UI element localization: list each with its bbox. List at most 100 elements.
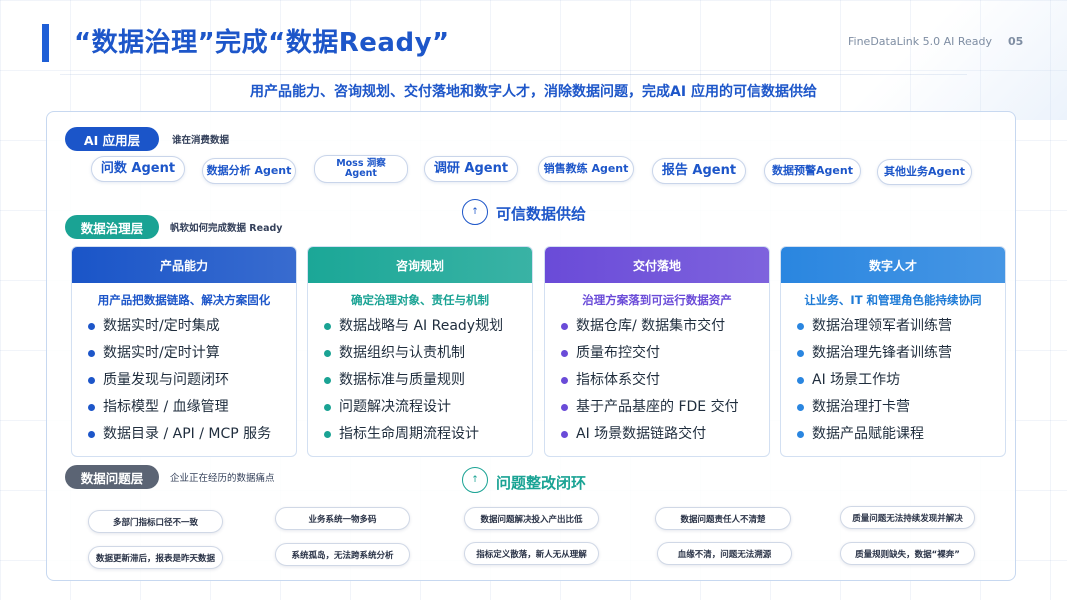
list-item-text: 质量布控交付 [576, 345, 660, 361]
problem-chip: 业务系统一物多码 [275, 507, 410, 530]
problem-layer-label: 数据问题层 [80, 470, 144, 486]
list-item: 数据标准与质量规则 [324, 367, 532, 394]
list-item-text: 基于产品基座的 FDE 交付 [576, 399, 739, 415]
agent-chip-label: 销售教练 Agent [543, 161, 629, 175]
list-item-text: 数据仓库/ 数据集市交付 [576, 318, 726, 334]
agent-chip-sales-coach[interactable]: 销售教练 Agent [538, 156, 634, 182]
bullet-dot-icon [561, 404, 568, 411]
list-item-text: 指标模型 / 血缘管理 [103, 399, 229, 415]
list-item: 数据治理领军者训练营 [797, 313, 1005, 340]
agent-chip-wenshu[interactable]: 问数 Agent [91, 156, 185, 182]
agent-chip-label: 问数 Agent [100, 160, 176, 176]
ai-layer-description: 谁在消费数据 [172, 135, 230, 146]
list-item: 指标模型 / 血缘管理 [88, 394, 296, 421]
card-item-list: 数据战略与 AI Ready规划数据组织与认责机制数据标准与质量规则问题解决流程… [308, 313, 532, 448]
list-item: 基于产品基座的 FDE 交付 [561, 394, 769, 421]
card-header: 数字人才 [781, 247, 1005, 283]
agent-chip-other[interactable]: 其他业务Agent [877, 159, 972, 185]
list-item: 问题解决流程设计 [324, 394, 532, 421]
list-item: 质量布控交付 [561, 340, 769, 367]
bullet-dot-icon [88, 350, 95, 357]
list-item-text: 数据实时/定时集成 [103, 318, 220, 334]
problem-chip: 系统孤岛，无法跨系统分析 [275, 543, 410, 566]
card-header: 产品能力 [72, 247, 296, 283]
list-item-text: 数据治理打卡营 [812, 399, 910, 415]
list-item-text: 数据产品赋能课程 [812, 426, 924, 442]
bullet-dot-icon [324, 431, 331, 438]
governance-layer-description: 帆软如何完成数据 Ready [170, 223, 283, 234]
bullet-dot-icon [561, 431, 568, 438]
page-subtitle: 用产品能力、咨询规划、交付落地和数字人才，消除数据问题，完成AI 应用的可信数据… [250, 84, 817, 100]
list-item: 指标体系交付 [561, 367, 769, 394]
list-item: 数据实时/定时计算 [88, 340, 296, 367]
card-item-list: 数据实时/定时集成数据实时/定时计算质量发现与问题闭环指标模型 / 血缘管理数据… [72, 313, 296, 448]
list-item-text: 指标体系交付 [576, 372, 660, 388]
bullet-dot-icon [797, 404, 804, 411]
list-item-text: 指标生命周期流程设计 [339, 426, 479, 442]
problem-chip: 多部门指标口径不一致 [88, 510, 223, 533]
problem-loop-label: 问题整改闭环 [496, 474, 587, 492]
card-item-list: 数据治理领军者训练营数据治理先锋者训练营 AI 场景工作坊数据治理打卡营数据产品赋… [781, 313, 1005, 448]
pin-circle-icon: ↑ [462, 467, 488, 493]
list-item: 数据治理打卡营 [797, 394, 1005, 421]
list-item-text: 数据战略与 AI Ready规划 [339, 318, 504, 334]
agent-chip-report[interactable]: 报告 Agent [652, 158, 746, 184]
card-subtitle: 用产品把数据链路、解决方案固化 [97, 293, 271, 307]
list-item-text: 质量发现与问题闭环 [103, 372, 229, 388]
problem-chip: 血缘不清，问题无法溯源 [657, 542, 792, 565]
list-item-text: 数据目录 / API / MCP 服务 [103, 426, 272, 442]
page-title: “数据治理”完成“数据Ready” [74, 28, 450, 58]
header-divider [60, 74, 967, 75]
governance-layer-label: 数据治理层 [80, 220, 144, 236]
list-item-text: AI 场景工作坊 [812, 372, 901, 388]
list-item: 数据战略与 AI Ready规划 [324, 313, 532, 340]
list-item: 数据仓库/ 数据集市交付 [561, 313, 769, 340]
bullet-dot-icon [324, 377, 331, 384]
bullet-dot-icon [88, 377, 95, 384]
card-header: 咨询规划 [308, 247, 532, 283]
page-number: 05 [1008, 35, 1024, 48]
agent-chip-label: 其他业务Agent [884, 164, 965, 178]
problem-chip: 数据问题解决投入产出比低 [464, 507, 599, 530]
governance-layer-badge: 数据治理层 [65, 215, 159, 239]
list-item-text: 数据治理先锋者训练营 [812, 345, 952, 361]
list-item: AI 场景数据链路交付 [561, 421, 769, 448]
card-subtitle: 确定治理对象、责任与机制 [351, 293, 489, 307]
agent-chip-label: 报告 Agent [661, 162, 737, 178]
problem-chip: 数据更新滞后，报表是昨天数据 [88, 546, 223, 569]
agent-chip-data-analysis[interactable]: 数据分析 Agent [202, 158, 296, 184]
bullet-dot-icon [797, 323, 804, 330]
card-subtitle: 让业务、IT 和管理角色能持续协同 [804, 293, 982, 307]
bullet-dot-icon [324, 323, 331, 330]
agent-chip-data-alert[interactable]: 数据预警Agent [764, 158, 861, 184]
card-digital-talent: 数字人才让业务、IT 和管理角色能持续协同数据治理领军者训练营数据治理先锋者训练… [780, 246, 1006, 457]
list-item: 数据实时/定时集成 [88, 313, 296, 340]
bullet-dot-icon [324, 404, 331, 411]
card-consulting-planning: 咨询规划确定治理对象、责任与机制数据战略与 AI Ready规划数据组织与认责机… [307, 246, 533, 457]
title-accent-bar [42, 24, 49, 62]
problem-layer-badge: 数据问题层 [65, 465, 159, 489]
bullet-dot-icon [797, 350, 804, 357]
problem-chip: 指标定义散落，新人无从理解 [464, 542, 599, 565]
problem-chip: 质量问题无法持续发现并解决 [840, 506, 975, 529]
list-item: 数据组织与认责机制 [324, 340, 532, 367]
list-item: 数据产品赋能课程 [797, 421, 1005, 448]
card-product-capability: 产品能力用产品把数据链路、解决方案固化数据实时/定时集成数据实时/定时计算质量发… [71, 246, 297, 457]
brand-label: FineDataLink 5.0 AI Ready [848, 35, 993, 48]
list-item-text: 数据治理领军者训练营 [812, 318, 952, 334]
list-item-text: 数据组织与认责机制 [339, 345, 465, 361]
agent-chip-research[interactable]: 调研 Agent [424, 156, 518, 182]
ai-layer-badge: AI 应用层 [65, 127, 159, 151]
bullet-dot-icon [561, 377, 568, 384]
agent-chip-label: Moss 洞察 Agent [336, 157, 386, 179]
agent-chip-moss[interactable]: Moss 洞察 Agent [314, 155, 408, 183]
bullet-dot-icon [88, 323, 95, 330]
bullet-dot-icon [561, 350, 568, 357]
list-item: AI 场景工作坊 [797, 367, 1005, 394]
problem-layer-description: 企业正在经历的数据痛点 [170, 473, 275, 484]
problem-chip: 数据问题责任人不清楚 [655, 507, 791, 530]
card-subtitle: 治理方案落到可运行数据资产 [582, 293, 732, 307]
bullet-dot-icon [797, 431, 804, 438]
agent-chip-label: 数据分析 Agent [206, 163, 292, 177]
card-item-list: 数据仓库/ 数据集市交付质量布控交付指标体系交付基于产品基座的 FDE 交付 AI… [545, 313, 769, 448]
